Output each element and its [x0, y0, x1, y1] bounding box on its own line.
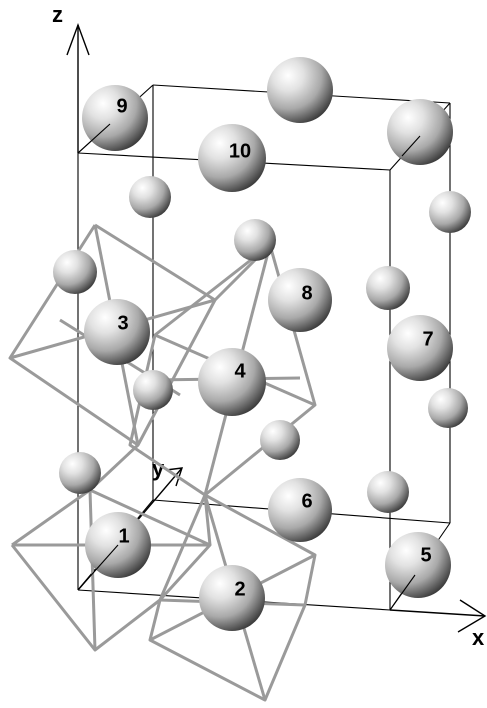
atom-6 [268, 478, 332, 542]
atom-label-10: 10 [229, 140, 251, 162]
atom-label-1: 1 [118, 525, 129, 547]
x-axis-label: x [472, 625, 485, 650]
atom-label-9: 9 [116, 95, 127, 117]
axes: z x y [52, 2, 487, 650]
atom-3 [84, 299, 150, 365]
atom-small [367, 471, 409, 513]
z-axis-label: z [52, 2, 63, 27]
z-axis-arrowhead [66, 22, 90, 56]
atom-label-3: 3 [117, 312, 128, 334]
foreground-edges [77, 123, 421, 611]
atom-small [428, 388, 468, 428]
atom-2 [199, 565, 265, 631]
atom-label-6: 6 [301, 490, 312, 512]
atom-small [59, 452, 101, 494]
y-axis-arrowhead [165, 467, 184, 487]
atom-5 [385, 532, 451, 598]
atom-label-7: 7 [422, 328, 433, 350]
atom-unlabeled-large [267, 57, 333, 123]
atom-unlabeled-large [387, 99, 453, 165]
atom-label-5: 5 [420, 544, 431, 566]
atom-4 [198, 348, 266, 416]
atom-small [133, 370, 173, 410]
atom-label-4: 4 [234, 360, 246, 382]
atom-8 [268, 268, 332, 332]
atom-small [53, 250, 97, 294]
atom-small [234, 219, 276, 261]
atom-labels: 9 10 8 3 7 4 6 1 5 2 [116, 95, 433, 600]
x-axis-arrowhead [457, 599, 487, 633]
atom-small [260, 420, 300, 460]
atom-7 [387, 315, 453, 381]
atom-10 [198, 124, 266, 192]
atoms [53, 57, 471, 631]
atom-label-2: 2 [234, 578, 245, 600]
x-axis-line [389, 609, 486, 617]
atom-small [429, 191, 471, 233]
atom-small [366, 266, 410, 310]
atom-small [129, 176, 171, 218]
atom-label-8: 8 [301, 282, 312, 304]
